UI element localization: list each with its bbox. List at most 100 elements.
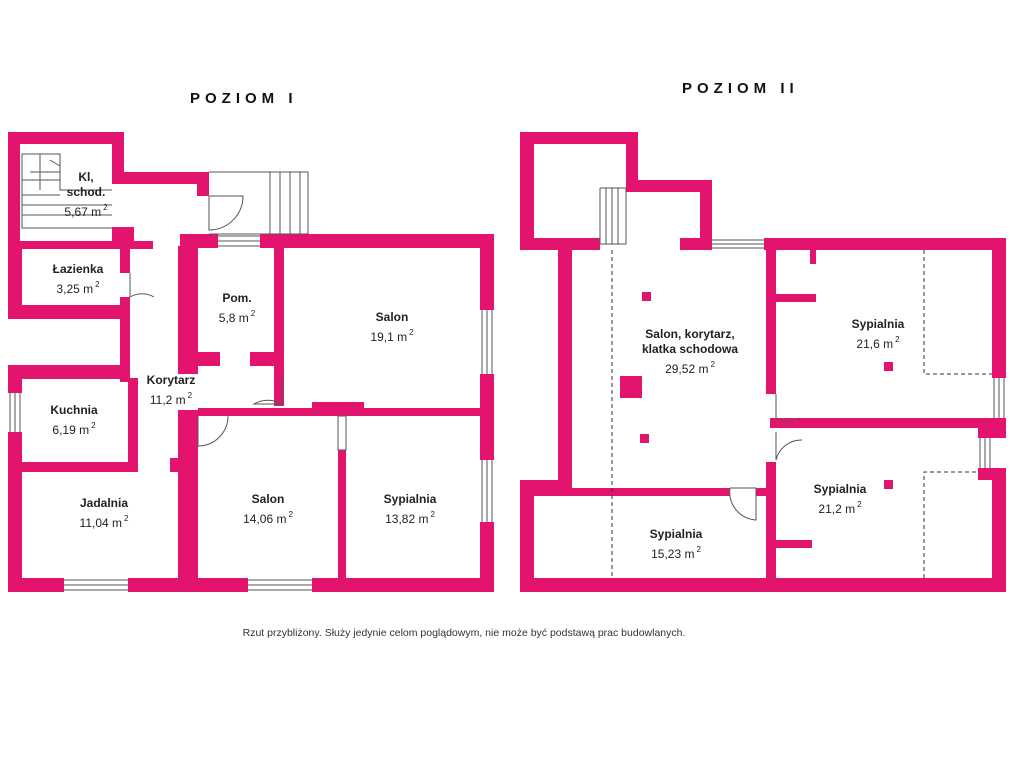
wall: [766, 462, 776, 582]
room-name: Korytarz: [146, 373, 196, 387]
room-area: 14,06 m: [243, 512, 287, 526]
window: [9, 393, 21, 432]
door-swing: [252, 376, 283, 405]
wall: [120, 297, 130, 382]
room-name: Salon: [375, 310, 409, 324]
wall: [776, 540, 812, 548]
area-unit-sup: 2: [91, 421, 96, 430]
wall: [274, 246, 284, 406]
door-swing: [197, 415, 229, 447]
area-unit-sup: 2: [103, 203, 108, 212]
window: [481, 310, 493, 374]
window: [993, 378, 1005, 418]
room-area: 29,52 m: [665, 362, 709, 376]
disclaimer-note: Rzut przybliżony. Służy jedynie celom po…: [242, 627, 686, 639]
wall: [178, 410, 198, 592]
window: [979, 438, 991, 468]
room-area: 5,8 m: [218, 311, 249, 325]
wall: [8, 132, 20, 250]
room-area: 15,23 m: [651, 547, 695, 561]
room-name: Pom.: [222, 291, 252, 305]
wall: [978, 424, 1006, 438]
wall: [992, 468, 1006, 592]
door-swing: [775, 432, 803, 461]
room-name: Jadalnia: [79, 496, 129, 510]
column: [620, 376, 642, 398]
wall: [700, 180, 712, 250]
area-unit-sup: 2: [95, 280, 100, 289]
wall: [112, 227, 134, 241]
wall: [8, 241, 153, 249]
wall: [978, 468, 1006, 480]
area-unit-sup: 2: [430, 510, 435, 519]
column: [884, 362, 893, 371]
wall: [338, 450, 346, 582]
slope-line: [923, 250, 992, 375]
wall: [770, 418, 1006, 428]
wall: [626, 180, 712, 192]
room-area: 6,19 m: [52, 423, 90, 437]
wall: [766, 244, 776, 394]
level-title-1: POZIOM I: [190, 90, 298, 107]
wall: [190, 352, 220, 366]
wall: [312, 578, 494, 592]
wall: [128, 378, 138, 468]
room-name: Sypialnia: [383, 492, 437, 506]
room-area: 11,2 m: [149, 393, 186, 407]
room-name: Sypialnia: [851, 317, 905, 331]
wall: [520, 578, 1006, 592]
door-swing: [208, 195, 244, 231]
column: [642, 292, 651, 301]
wall: [626, 132, 638, 190]
window: [481, 460, 493, 522]
wall: [756, 488, 772, 496]
area-unit-sup: 2: [250, 309, 256, 318]
room-area: 3,25 m: [56, 282, 94, 296]
area-unit-sup: 2: [895, 335, 900, 344]
wall: [480, 234, 494, 310]
room-name: Kl,: [78, 170, 94, 184]
wall: [680, 238, 712, 250]
area-unit-sup: 2: [187, 391, 193, 400]
room-area: 19,1 m: [370, 330, 408, 344]
wall: [312, 402, 364, 416]
room-area: 21,6 m: [856, 337, 894, 351]
slope-line: [923, 471, 978, 578]
room-name: Salon: [251, 492, 285, 506]
column: [884, 480, 893, 489]
area-unit-sup: 2: [409, 328, 414, 337]
line-work: [9, 153, 1005, 591]
room-area: 21,2 m: [818, 502, 856, 516]
wall: [480, 522, 494, 592]
room-name: Salon, korytarz,: [645, 327, 735, 341]
wall: [180, 234, 218, 248]
wall: [170, 458, 178, 472]
level-title-2: POZIOM II: [682, 80, 799, 97]
window: [64, 579, 128, 591]
wall: [112, 172, 209, 184]
slope-lines: [611, 250, 992, 578]
wall: [8, 462, 138, 472]
wall: [8, 132, 124, 144]
room-name: Łazienka: [52, 262, 104, 276]
wall: [520, 132, 638, 144]
wall: [197, 172, 209, 196]
walls: [8, 132, 1006, 592]
window: [712, 239, 764, 249]
area-unit-sup: 2: [288, 510, 293, 519]
wall: [120, 249, 130, 273]
wall: [764, 238, 1006, 250]
wall: [776, 294, 816, 302]
door-swing: [729, 487, 757, 521]
